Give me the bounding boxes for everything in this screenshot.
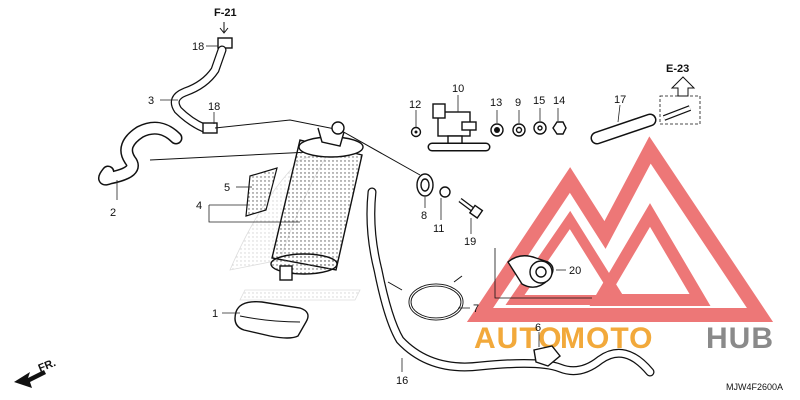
ref-label-e23: E-23 [666,63,689,75]
label-part-6: 6 [535,322,541,334]
label-part-8: 8 [421,210,427,222]
label-part-5: 5 [224,182,230,194]
arrow-up-icon [670,76,696,97]
label-part-12: 12 [409,99,421,111]
part-hose-17[interactable] [590,95,701,145]
label-part-15: 15 [533,95,545,107]
vent-line [214,119,421,176]
part-hose-2[interactable] [98,121,183,186]
part-collar-13[interactable] [490,123,504,137]
leader-lines [116,45,621,372]
label-part-1: 1 [212,308,218,320]
connector-line [149,151,311,161]
label-part-20: 20 [569,265,581,277]
watermark-logo [466,136,774,322]
label-part-14: 14 [553,95,565,107]
part-washer-9[interactable] [512,123,526,137]
front-direction-indicator: FR. [14,357,58,388]
watermark-word-moto: MOTO [560,322,653,355]
label-part-18-top: 18 [192,41,204,53]
label-part-16: 16 [396,375,408,387]
label-part-2: 2 [110,207,116,219]
clip-18-lower [202,122,218,134]
drawing-code: MJW4F2600A [726,382,783,392]
part-grommet-8[interactable] [416,173,434,197]
label-part-3: 3 [148,95,154,107]
part-valve-10[interactable] [427,103,491,152]
part-washer-11[interactable] [439,186,451,198]
label-part-19: 19 [464,236,476,248]
ref-arrow-e23[interactable]: E-23 [666,63,696,97]
part-nut-14[interactable] [552,121,567,135]
part-bracket-5[interactable] [245,167,278,217]
part-clamp-7[interactable] [387,275,464,321]
watermark-text: AUTO MOTO HUB [474,322,774,355]
part-canister-4[interactable] [270,121,364,281]
label-part-18-lower: 18 [208,101,220,113]
label-part-9: 9 [515,97,521,109]
part-number-labels: 18 3 18 2 4 5 1 10 12 13 9 15 14 17 8 11… [110,41,626,387]
label-part-7: 7 [473,303,479,315]
front-arrow-icon [14,370,46,388]
part-hose-3[interactable] [170,37,233,134]
label-part-13: 13 [490,97,502,109]
part-band-1[interactable] [234,301,309,339]
part-hose-16[interactable] [366,187,655,377]
label-part-17: 17 [614,94,626,106]
part-washer-15[interactable] [533,121,547,135]
ref-arrow-f21[interactable]: F-21 [214,7,237,34]
label-part-4: 4 [196,200,202,212]
front-label: FR. [37,357,58,375]
watermark-word-hub: HUB [706,322,774,355]
part-bolt-19[interactable] [458,198,484,219]
arrow-down-icon [219,22,229,34]
part-clip-6[interactable] [533,345,561,367]
ref-label-f21: F-21 [214,7,237,19]
part-clamp-20[interactable] [494,248,592,299]
label-part-11: 11 [433,223,444,235]
part-grommet-12[interactable] [410,126,422,138]
label-part-10: 10 [452,83,464,95]
